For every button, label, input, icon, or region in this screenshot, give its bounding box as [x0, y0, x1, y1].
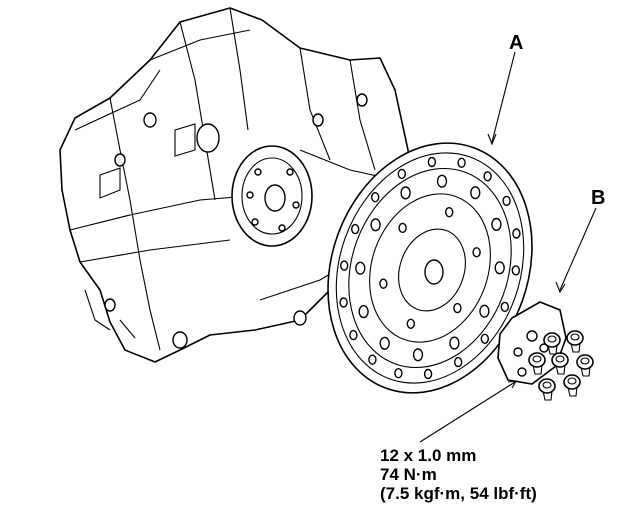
leader-line-b	[559, 207, 597, 291]
callout-a: A	[509, 32, 524, 54]
plate-hole	[368, 354, 377, 365]
plate-hole	[453, 302, 462, 314]
leader-line-bolts	[419, 381, 516, 443]
backing-plate-icon	[497, 301, 567, 385]
plate-hole	[423, 368, 433, 380]
plate-hole	[351, 223, 360, 235]
plate-hole	[358, 305, 369, 319]
plate-hole	[512, 228, 521, 239]
bolt-icon	[551, 352, 569, 375]
bolt-icon	[528, 330, 594, 401]
plate-hole	[494, 261, 505, 275]
plate-hole	[472, 247, 481, 258]
plate-hole	[454, 356, 463, 368]
callout-b: B	[591, 187, 606, 209]
plate-hole	[397, 168, 406, 180]
plate-hole	[394, 368, 403, 379]
arrow-head-b	[555, 281, 566, 294]
arrow-head-bolts	[507, 380, 518, 389]
plate-hole	[370, 218, 381, 232]
torque-alt: (7.5 kgf·m, 54 lbf·ft)	[380, 484, 537, 503]
bolt-icon	[563, 374, 581, 397]
bolt-icon	[528, 352, 546, 375]
bolt-size: 12 x 1.0 mm	[380, 446, 477, 465]
plate-hole	[355, 261, 366, 275]
plate-hole	[371, 191, 380, 203]
plate-hole	[340, 260, 349, 271]
plate-hole	[436, 174, 448, 188]
plate-hole	[500, 301, 509, 313]
leader-line-a	[491, 51, 516, 143]
plate-hole	[339, 297, 348, 308]
plate-hole	[349, 329, 358, 341]
plate-hole	[491, 217, 502, 232]
plate-hole	[480, 333, 489, 344]
plate-hole	[511, 265, 520, 276]
engine-block-icon	[59, 7, 413, 363]
bolt-icon	[566, 330, 584, 353]
plate-hole	[406, 318, 415, 329]
plate-hole	[379, 278, 388, 289]
plate-hole	[457, 157, 466, 169]
plate-hole	[479, 304, 490, 318]
plate-hole	[470, 186, 481, 200]
plate-hole	[427, 156, 437, 168]
plate-hole	[412, 348, 424, 362]
torque-nm: 74 N·m	[380, 465, 437, 484]
plate-hole	[449, 336, 460, 350]
bolt-icon	[576, 354, 594, 377]
plate-hole	[483, 171, 492, 182]
plate-hole	[398, 222, 407, 234]
bolt-icon	[538, 378, 556, 401]
drive-plate-icon	[327, 142, 533, 394]
plate-hole	[502, 195, 511, 207]
torque-spec: 12 x 1.0 mm 74 N·m (7.5 kgf·m, 54 lbf·ft…	[380, 446, 537, 503]
plate-hole	[379, 336, 390, 350]
bolt-icon	[543, 332, 561, 355]
plate-hole	[400, 186, 411, 200]
plate-hole	[445, 206, 454, 218]
arrow-head-a	[487, 133, 497, 146]
